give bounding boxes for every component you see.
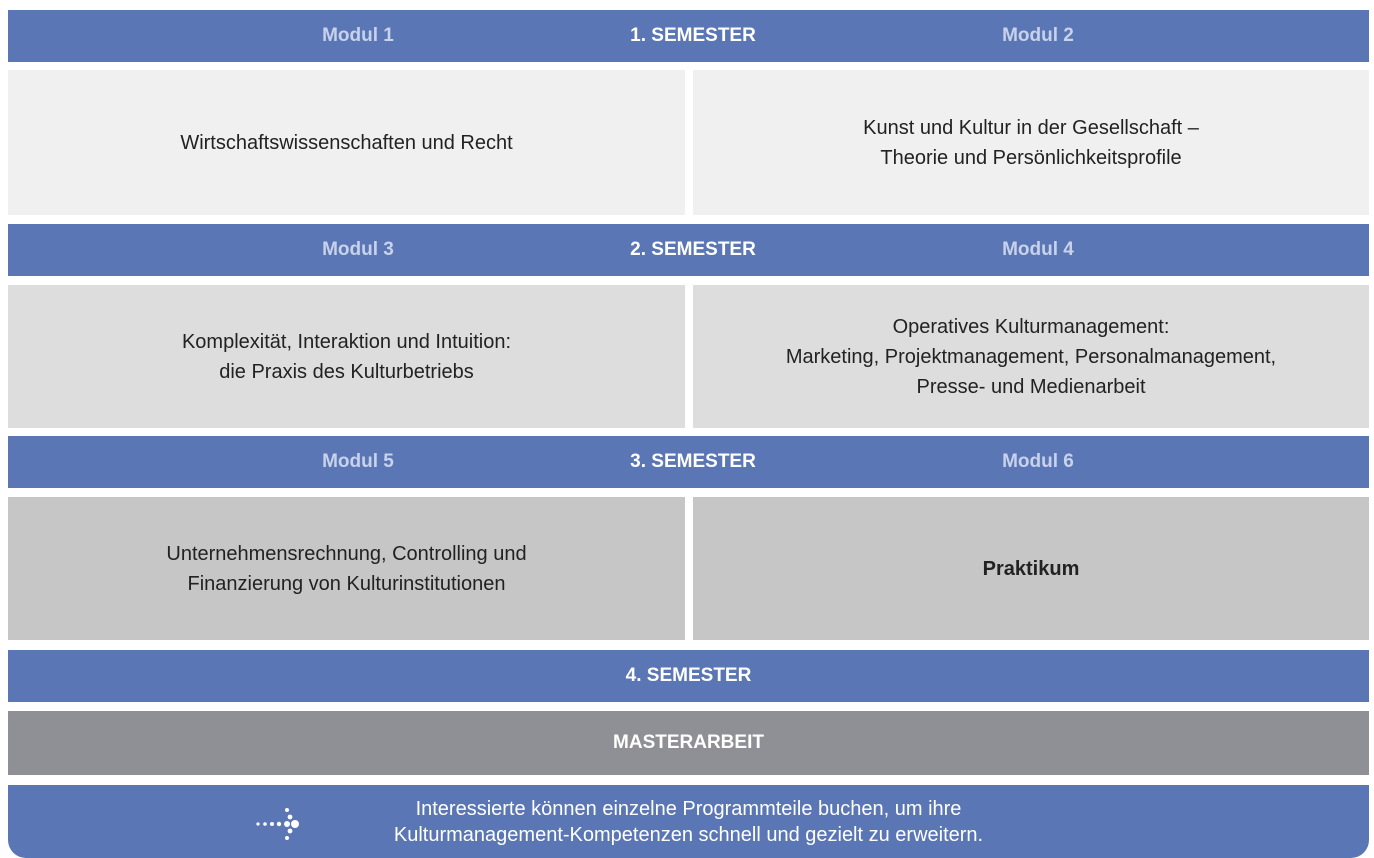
modul-3-text: Komplexität, Interaktion und Intuition: … (182, 327, 511, 387)
footer-line-2: Kulturmanagement-Kompetenzen schnell und… (393, 823, 984, 846)
modul-5-box: Unternehmensrechnung, Controlling und Fi… (8, 497, 685, 640)
footer-line-1: Interessierte können einzelne Programmte… (415, 797, 962, 820)
modul-5-line: Finanzierung von Kulturinstitutionen (187, 572, 506, 595)
modul-5-text: Unternehmensrechnung, Controlling und Fi… (166, 539, 526, 599)
footer-note: Interessierte können einzelne Programmte… (8, 785, 1369, 858)
semester-2-header: Modul 3 2. SEMESTER Modul 4 (8, 224, 1369, 276)
modul-4-line: Presse- und Medienarbeit (916, 375, 1146, 398)
modul-6-line: Praktikum (982, 557, 1080, 580)
modul-4-line: Marketing, Projektmanagement, Personalma… (785, 345, 1277, 368)
dotted-arrow-icon (256, 808, 299, 840)
modul-4-label: Modul 4 (1002, 239, 1074, 260)
modul-1-label: Modul 1 (322, 25, 394, 46)
modul-6-box: Praktikum (693, 497, 1369, 640)
masterarbeit-bar: MASTERARBEIT (8, 711, 1369, 775)
modul-4-text: Operatives Kulturmanagement: Marketing, … (786, 312, 1276, 402)
modul-3-box: Komplexität, Interaktion und Intuition: … (8, 285, 685, 428)
semester-2-title: 2. SEMESTER (630, 239, 756, 260)
modul-2-label: Modul 2 (1002, 25, 1074, 46)
modul-3-line: Komplexität, Interaktion und Intuition: (181, 330, 512, 353)
modul-5-line: Unternehmensrechnung, Controlling und (166, 542, 527, 565)
modul-2-line: Theorie und Persönlichkeitsprofile (880, 146, 1182, 169)
modul-1-text: Wirtschaftswissenschaften und Recht (180, 128, 512, 158)
modul-3-line: die Praxis des Kulturbetriebs (219, 360, 474, 383)
semester-3-title: 3. SEMESTER (630, 451, 756, 472)
footer-text: Interessierte können einzelne Programmte… (394, 796, 983, 848)
modul-2-box: Kunst und Kultur in der Gesellschaft – T… (693, 70, 1369, 215)
modul-4-line: Operatives Kulturmanagement: (892, 315, 1170, 338)
semester-1-header: Modul 1 1. SEMESTER Modul 2 (8, 10, 1369, 62)
modul-5-label: Modul 5 (322, 451, 394, 472)
modul-1-line: Wirtschaftswissenschaften und Recht (180, 131, 513, 154)
semester-4-header: 4. SEMESTER (8, 650, 1369, 702)
masterarbeit-label: MASTERARBEIT (613, 732, 764, 753)
semester-3-header: Modul 5 3. SEMESTER Modul 6 (8, 436, 1369, 488)
modul-6-text: Praktikum (983, 554, 1080, 584)
modul-6-label: Modul 6 (1002, 451, 1074, 472)
modul-2-text: Kunst und Kultur in der Gesellschaft – T… (863, 113, 1199, 173)
modul-2-line: Kunst und Kultur in der Gesellschaft – (863, 116, 1199, 139)
modul-3-label: Modul 3 (322, 239, 394, 260)
modul-1-box: Wirtschaftswissenschaften und Recht (8, 70, 685, 215)
semester-4-title: 4. SEMESTER (625, 665, 752, 686)
modul-4-box: Operatives Kulturmanagement: Marketing, … (693, 285, 1369, 428)
semester-1-title: 1. SEMESTER (630, 25, 756, 46)
